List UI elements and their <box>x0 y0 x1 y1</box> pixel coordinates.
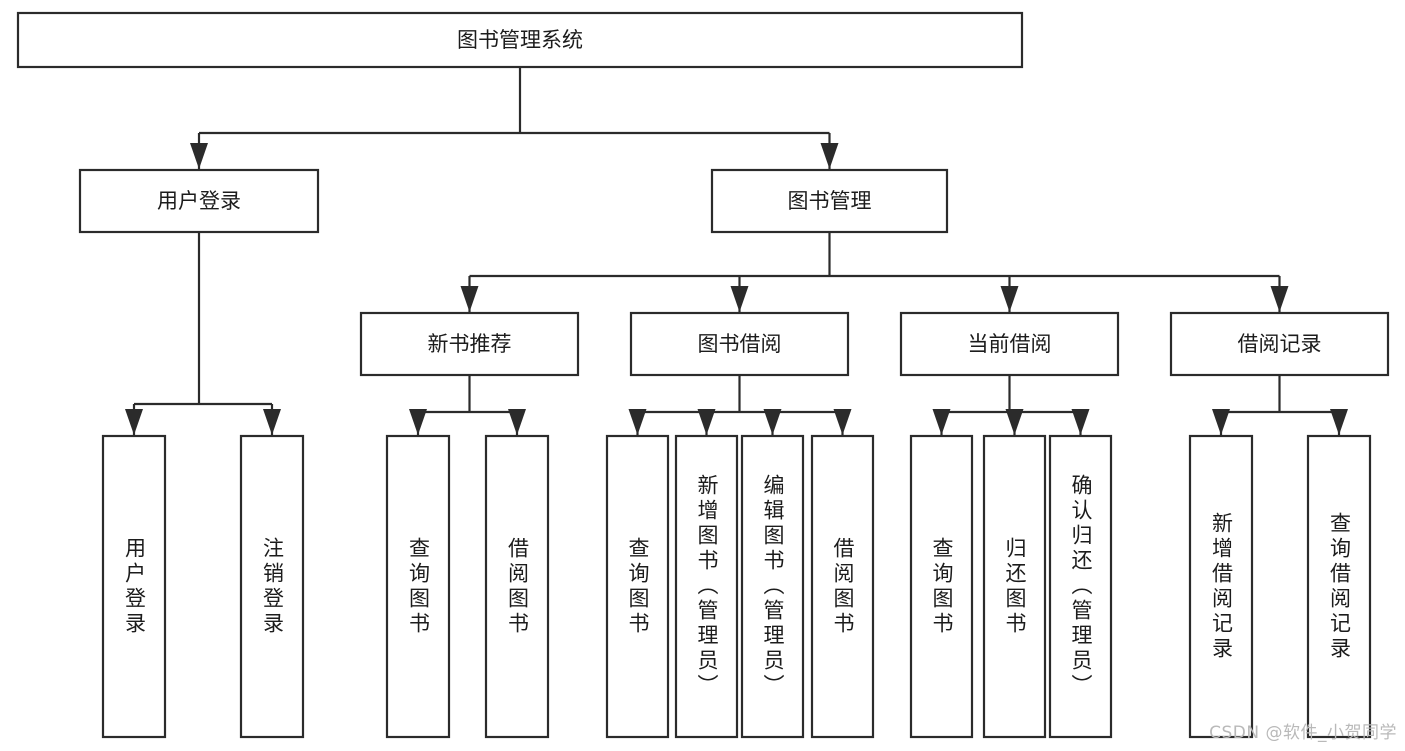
arrow-head-icon-book-borrow-2 <box>763 409 782 435</box>
arrow-head-icon-book-manage-2 <box>1000 286 1019 312</box>
node-box-borrow-record[interactable] <box>1169 311 1390 377</box>
arrow-head-icon-book-manage-3 <box>1270 286 1289 312</box>
node-box-leaf-add-book[interactable] <box>674 434 739 739</box>
arrow-head-icon-borrow-record-1 <box>1330 409 1348 435</box>
arrow-head-icon-book-manage-1 <box>730 286 749 312</box>
arrow-head-icon-current-borrow-0 <box>932 409 951 435</box>
watermark: CSDN @软件_小贺同学 <box>1209 723 1397 743</box>
arrow-head-icon-root-1 <box>820 143 839 169</box>
arrow-head-icon-current-borrow-1 <box>1005 409 1024 435</box>
node-box-leaf-edit-book[interactable] <box>740 434 805 739</box>
node-label-new-book-recommend: 新书推荐 <box>428 332 512 356</box>
node-box-current-borrow[interactable] <box>899 311 1120 377</box>
arrow-head-icon-root-0 <box>190 143 208 169</box>
connector-layer <box>125 67 1348 435</box>
node-box-new-book-recommend[interactable] <box>359 311 580 377</box>
arrow-head-icon-borrow-record-0 <box>1212 409 1230 435</box>
node-box-leaf-query-book-2[interactable] <box>605 434 670 739</box>
node-box-leaf-user-login[interactable] <box>101 434 167 739</box>
node-label-book-manage: 图书管理 <box>788 189 872 213</box>
node-label-user-login: 用户登录 <box>157 189 241 213</box>
node-box-leaf-query-book-3[interactable] <box>909 434 974 739</box>
node-label-book-borrow: 图书借阅 <box>698 332 782 356</box>
node-box-leaf-query-record[interactable] <box>1306 434 1372 739</box>
node-box-user-login[interactable] <box>78 168 320 234</box>
node-box-book-borrow[interactable] <box>629 311 850 377</box>
node-box-leaf-query-book-1[interactable] <box>385 434 451 739</box>
node-box-leaf-borrow-book-1[interactable] <box>484 434 550 739</box>
node-box-leaf-add-record[interactable] <box>1188 434 1254 739</box>
arrow-head-icon-new-book-recommend-1 <box>508 409 526 435</box>
node-label-current-borrow: 当前借阅 <box>968 332 1052 356</box>
arrow-head-icon-book-borrow-1 <box>697 409 716 435</box>
node-box-book-manage[interactable] <box>710 168 949 234</box>
arrow-head-icon-user-login-0 <box>125 409 143 435</box>
node-box-leaf-logout[interactable] <box>239 434 305 739</box>
node-box-layer <box>16 11 1390 739</box>
arrow-head-icon-new-book-recommend-0 <box>409 409 427 435</box>
arrow-head-icon-book-manage-0 <box>460 286 479 312</box>
arrow-head-icon-book-borrow-3 <box>833 409 852 435</box>
arrow-head-icon-book-borrow-0 <box>628 409 647 435</box>
node-box-leaf-return-book[interactable] <box>982 434 1047 739</box>
node-label-root: 图书管理系统 <box>457 28 583 52</box>
arrow-head-icon-user-login-1 <box>263 409 281 435</box>
node-box-leaf-borrow-book-2[interactable] <box>810 434 875 739</box>
node-box-leaf-confirm-return[interactable] <box>1048 434 1113 739</box>
arrow-head-icon-current-borrow-2 <box>1071 409 1090 435</box>
node-box-root[interactable] <box>16 11 1024 69</box>
node-label-borrow-record: 借阅记录 <box>1238 332 1322 356</box>
